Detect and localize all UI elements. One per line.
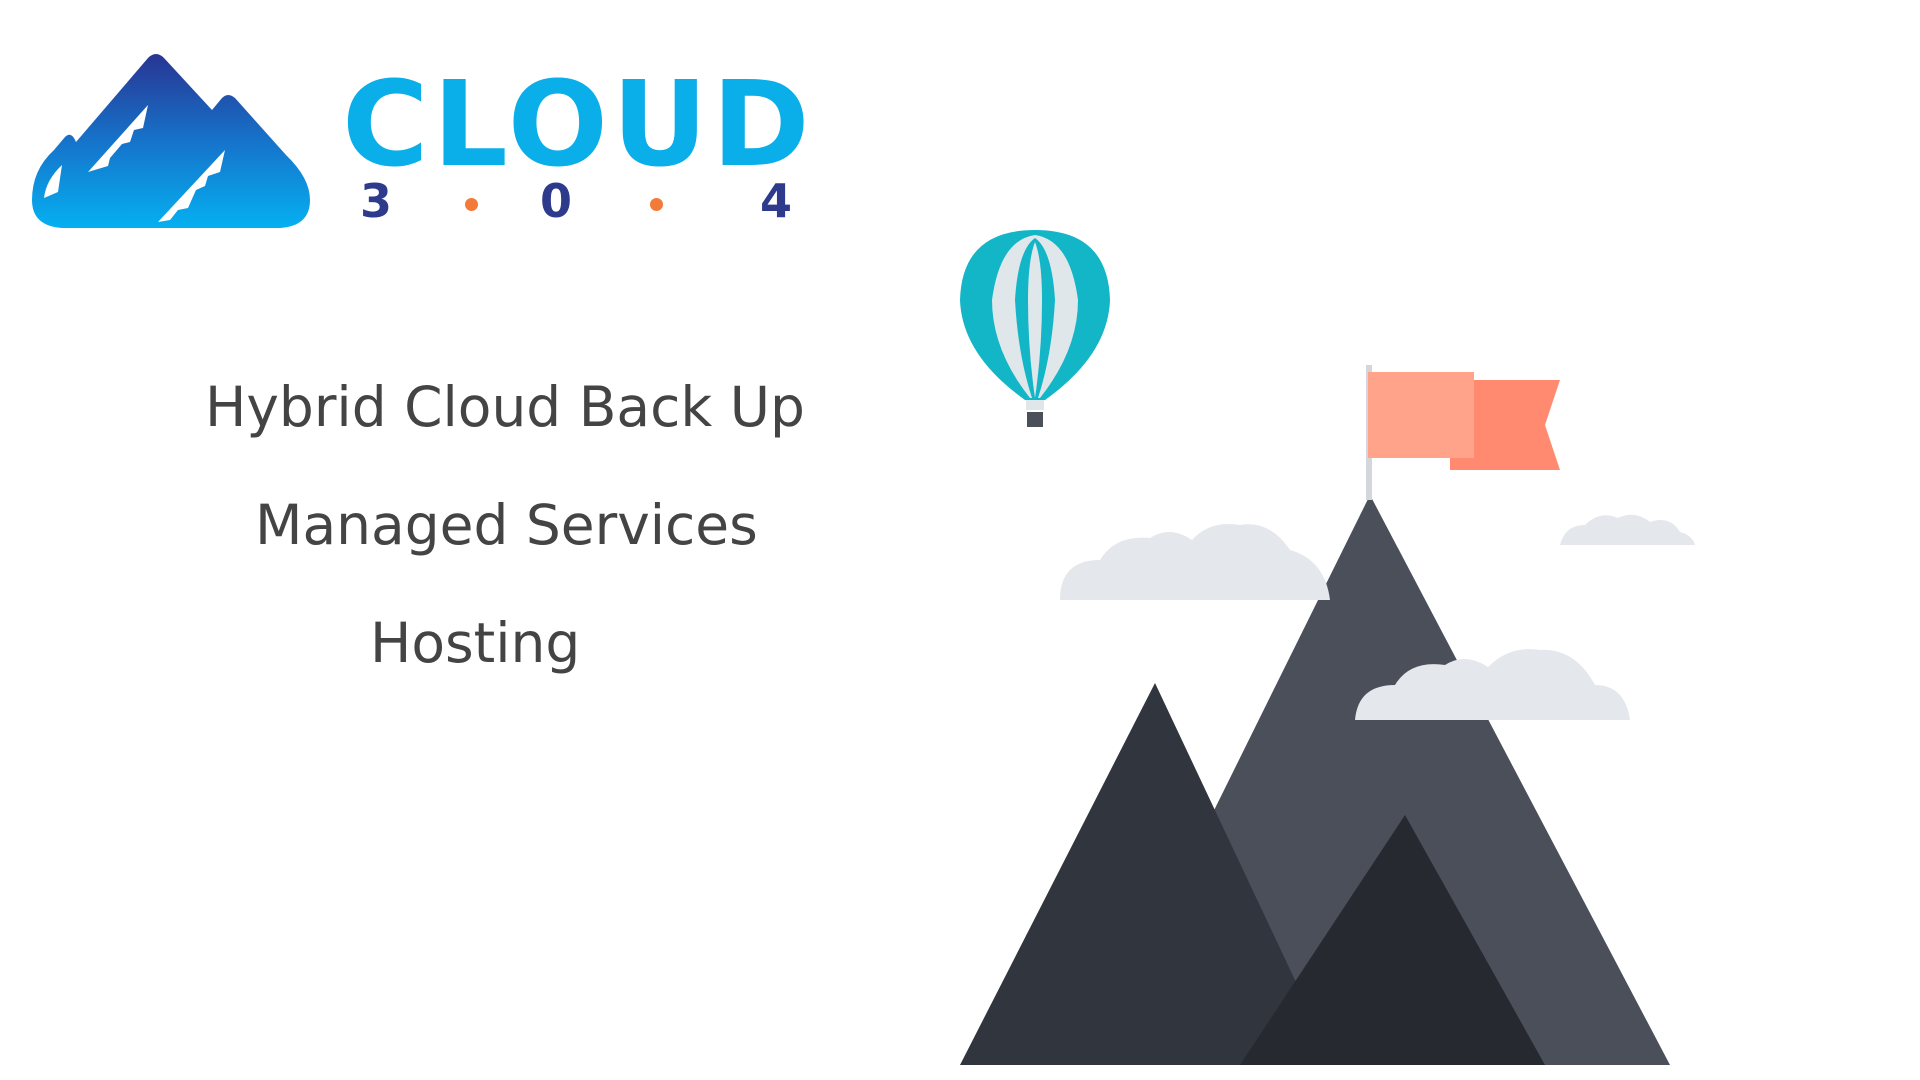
logo-dot (650, 198, 663, 211)
hot-air-balloon-icon (960, 230, 1110, 427)
logo-digit: 0 (540, 174, 573, 228)
mountain-illustration (960, 230, 1695, 1065)
service-item: Hosting (370, 611, 581, 675)
flag-icon (1366, 365, 1560, 500)
mountain-icon (960, 683, 1335, 1065)
logo-digit: 3 (360, 174, 393, 228)
mountain-icon (1240, 815, 1545, 1065)
logo-wordmark: CLOUD (342, 55, 814, 193)
service-item: Hybrid Cloud Back Up (205, 375, 805, 439)
mountain-logo-icon (32, 54, 310, 228)
cloud-icon (1560, 514, 1695, 545)
cloud-icon (1355, 649, 1630, 720)
logo-digit: 4 (760, 174, 793, 228)
logo-dot (465, 198, 478, 211)
cloud-icon (1060, 524, 1330, 600)
logo-number: 3 0 4 (360, 178, 820, 238)
service-item: Managed Services (255, 493, 758, 557)
mountain-icon (1140, 495, 1670, 1065)
company-logo: CLOUD 3 0 4 (30, 50, 810, 240)
